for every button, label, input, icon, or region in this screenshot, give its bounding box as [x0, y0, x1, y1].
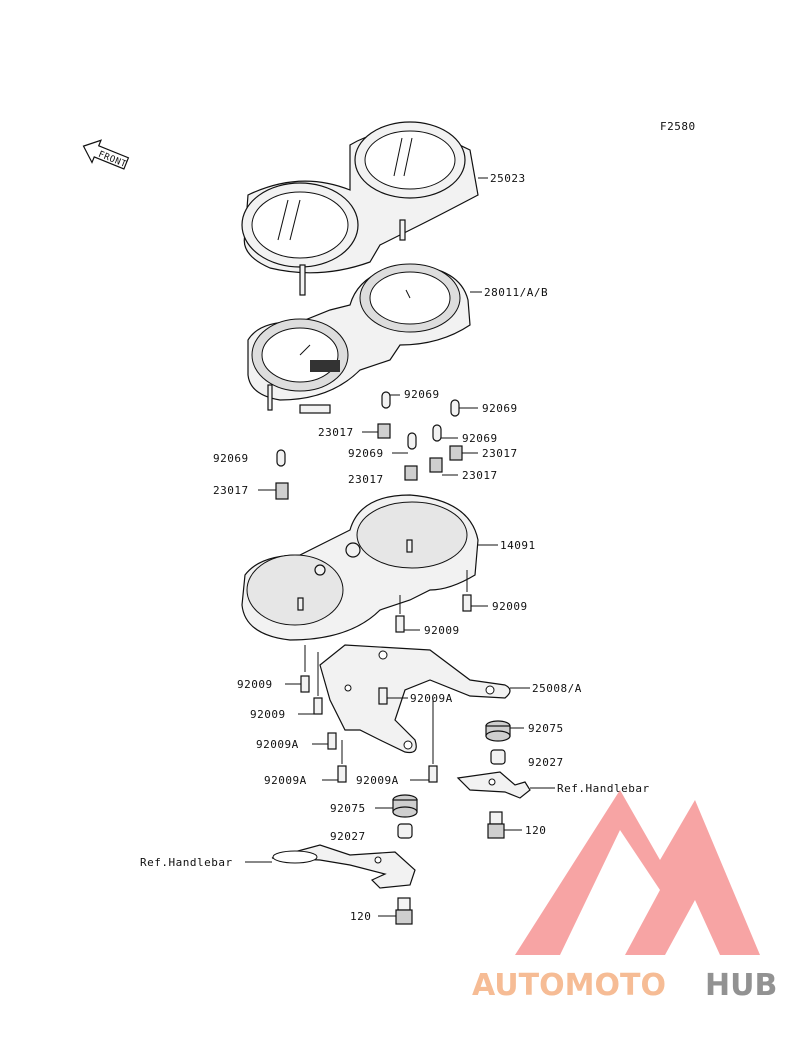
screw-icon: [462, 594, 472, 612]
label-meter-assy: 28011/A/B: [484, 286, 548, 299]
label-damper-left: 92075: [330, 802, 366, 815]
socket-icon: [429, 457, 443, 473]
bolt-icon: [395, 897, 413, 925]
meter-assembly-part: [247, 263, 471, 414]
damper-icon: [392, 794, 418, 818]
screw-icon: [378, 687, 388, 705]
screw-icon: [313, 697, 323, 715]
label-bracket: 25008/A: [532, 682, 582, 695]
screw-icon: [300, 675, 310, 693]
socket-icon: [377, 423, 391, 439]
bulb-icon: [407, 432, 417, 450]
screw-icon: [428, 765, 438, 783]
label-socket-left: 23017: [213, 484, 249, 497]
label-bulb-3: 92069: [462, 432, 498, 445]
label-bulb-left: 92069: [213, 452, 249, 465]
label-screw-a-1: 92009A: [410, 692, 453, 705]
collar-icon: [397, 823, 413, 839]
screw-icon: [327, 732, 337, 750]
socket-icon: [449, 445, 463, 461]
socket-icon: [275, 482, 289, 500]
label-ref-handlebar-right: Ref.Handlebar: [557, 782, 650, 795]
screw-icon: [337, 765, 347, 783]
label-socket-3: 23017: [348, 473, 384, 486]
watermark-text-1: AUTOMOTO: [472, 968, 666, 1003]
label-collar-left: 92027: [330, 830, 366, 843]
handlebar-bracket-part: [456, 771, 531, 799]
handlebar-bracket-part: [271, 844, 416, 889]
meter-cover-part: [241, 121, 479, 296]
label-ref-handlebar-left: Ref.Handlebar: [140, 856, 233, 869]
damper-icon: [485, 720, 511, 742]
label-screw-a-2: 92009A: [256, 738, 299, 751]
socket-icon: [404, 465, 418, 481]
label-meter-case: 14091: [500, 539, 536, 552]
label-bulb-2: 92069: [482, 402, 518, 415]
bulb-icon: [276, 449, 286, 467]
label-bulb-4: 92069: [348, 447, 384, 460]
label-socket-1: 23017: [318, 426, 354, 439]
bolt-icon: [487, 811, 505, 839]
screw-icon: [395, 615, 405, 633]
label-socket-4: 23017: [462, 469, 498, 482]
bracket-part: [319, 644, 511, 754]
watermark-logo: AUTOMOTO HUB: [472, 790, 777, 1003]
figure-code: F2580: [660, 120, 696, 133]
bulb-icon: [381, 391, 391, 409]
bulb-icon: [450, 399, 460, 417]
label-socket-2: 23017: [482, 447, 518, 460]
label-collar-right: 92027: [528, 756, 564, 769]
label-screw-2: 92009: [424, 624, 460, 637]
collar-icon: [490, 749, 506, 765]
label-screw-a-4: 92009A: [356, 774, 399, 787]
front-arrow-icon: FRONT: [82, 139, 130, 170]
label-screw-4: 92009: [250, 708, 286, 721]
bulb-icon: [432, 424, 442, 442]
label-bolt-right: 120: [525, 824, 546, 837]
watermark-text-2: HUB: [705, 968, 777, 1003]
label-screw-1: 92009: [492, 600, 528, 613]
label-screw-3: 92009: [237, 678, 273, 691]
label-bolt-left: 120: [350, 910, 371, 923]
label-damper-right: 92075: [528, 722, 564, 735]
label-screw-a-3: 92009A: [264, 774, 307, 787]
meter-case-part: [241, 494, 479, 641]
label-meter-cover: 25023: [490, 172, 526, 185]
label-bulb-1: 92069: [404, 388, 440, 401]
